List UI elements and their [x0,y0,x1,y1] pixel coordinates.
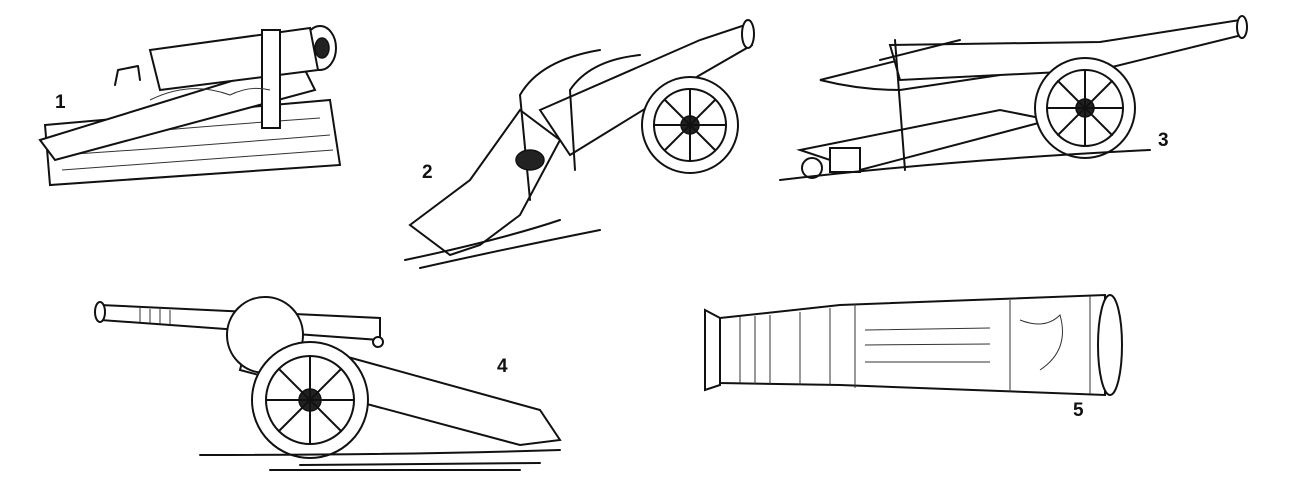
cannon-1-drawing [38,25,342,187]
figure-label-3: 3 [1158,130,1169,151]
cannon-3-drawing [779,15,1248,181]
figure-label-5: 5 [1073,400,1084,421]
cannon-4-drawing [94,296,562,471]
cannon-2-drawing [404,19,755,269]
figure-label-4: 4 [497,356,508,377]
figure-label-2: 2 [422,162,433,183]
cannon-5-drawing [704,293,1123,397]
figure-label-1: 1 [55,92,66,113]
